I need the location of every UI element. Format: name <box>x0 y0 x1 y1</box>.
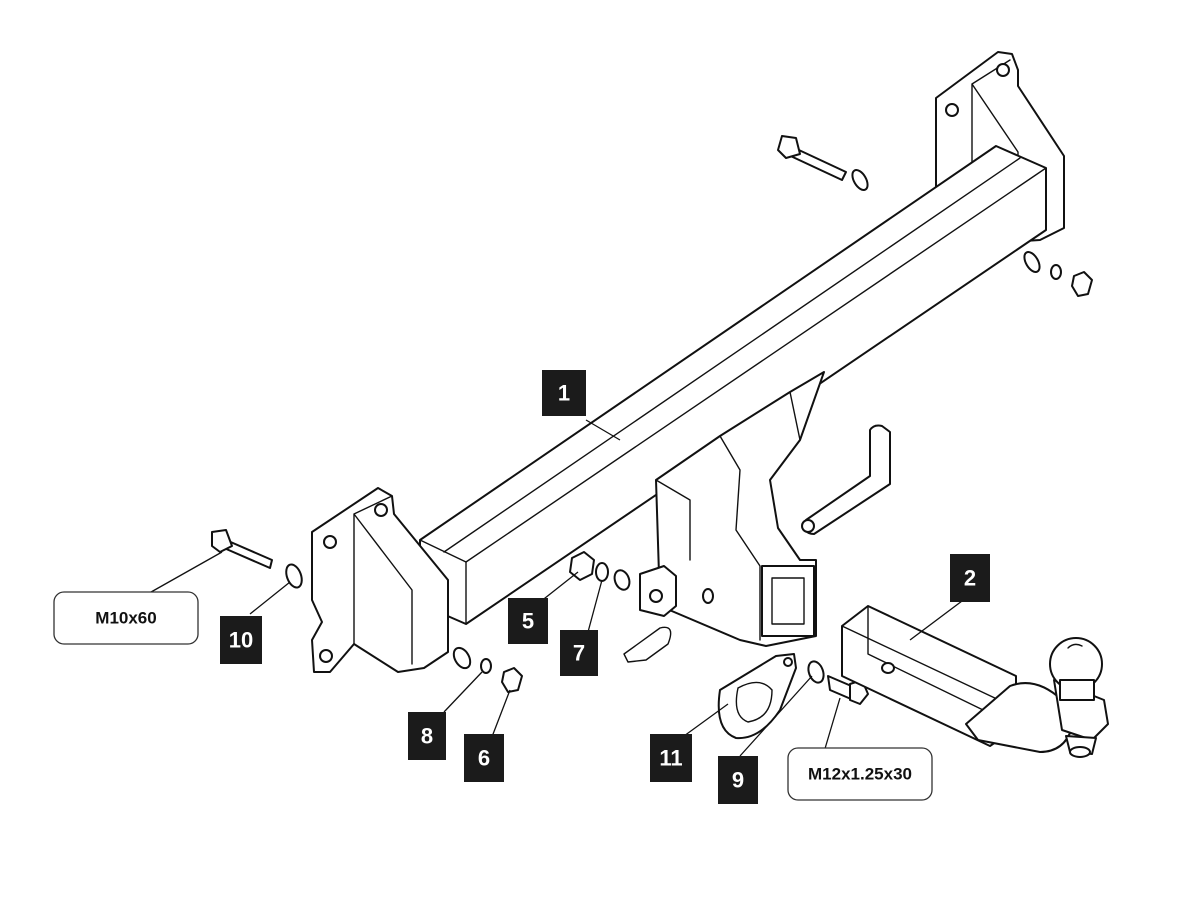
spec-m10x60: M10x60 <box>53 591 199 645</box>
callout-2: 2 <box>950 554 990 602</box>
receiver-housing <box>639 371 825 647</box>
spec-m12x125x30-label: M12x1.25x30 <box>808 765 912 784</box>
socket-plate <box>717 653 797 740</box>
left-bolt-set <box>211 529 523 693</box>
callout-8: 8 <box>408 712 446 760</box>
callout-9-label: 9 <box>732 768 744 793</box>
callout-5: 5 <box>508 598 548 644</box>
callout-2-label: 2 <box>964 566 976 591</box>
left-mounting-bracket <box>311 487 449 673</box>
callout-6-label: 6 <box>478 746 490 771</box>
locking-pin <box>801 424 891 535</box>
callout-7-label: 7 <box>573 641 585 666</box>
spec-m12x125x30: M12x1.25x30 <box>787 747 933 801</box>
callout-11: 11 <box>650 734 692 782</box>
callout-9: 9 <box>718 756 758 804</box>
callout-1-label: 1 <box>558 381 570 406</box>
spec-m10x60-label: M10x60 <box>95 609 156 628</box>
callout-5-label: 5 <box>522 609 534 634</box>
callout-10: 10 <box>220 616 262 664</box>
callout-10-label: 10 <box>229 628 253 653</box>
leader-lines <box>143 419 967 757</box>
callout-7: 7 <box>560 630 598 676</box>
callout-1: 1 <box>542 370 586 416</box>
callout-8-label: 8 <box>421 724 433 749</box>
callout-6: 6 <box>464 734 504 782</box>
callout-11-label: 11 <box>659 746 682 771</box>
top-bolt-set <box>777 135 1093 297</box>
ball-mount <box>841 605 1109 758</box>
r-clip <box>623 626 672 663</box>
